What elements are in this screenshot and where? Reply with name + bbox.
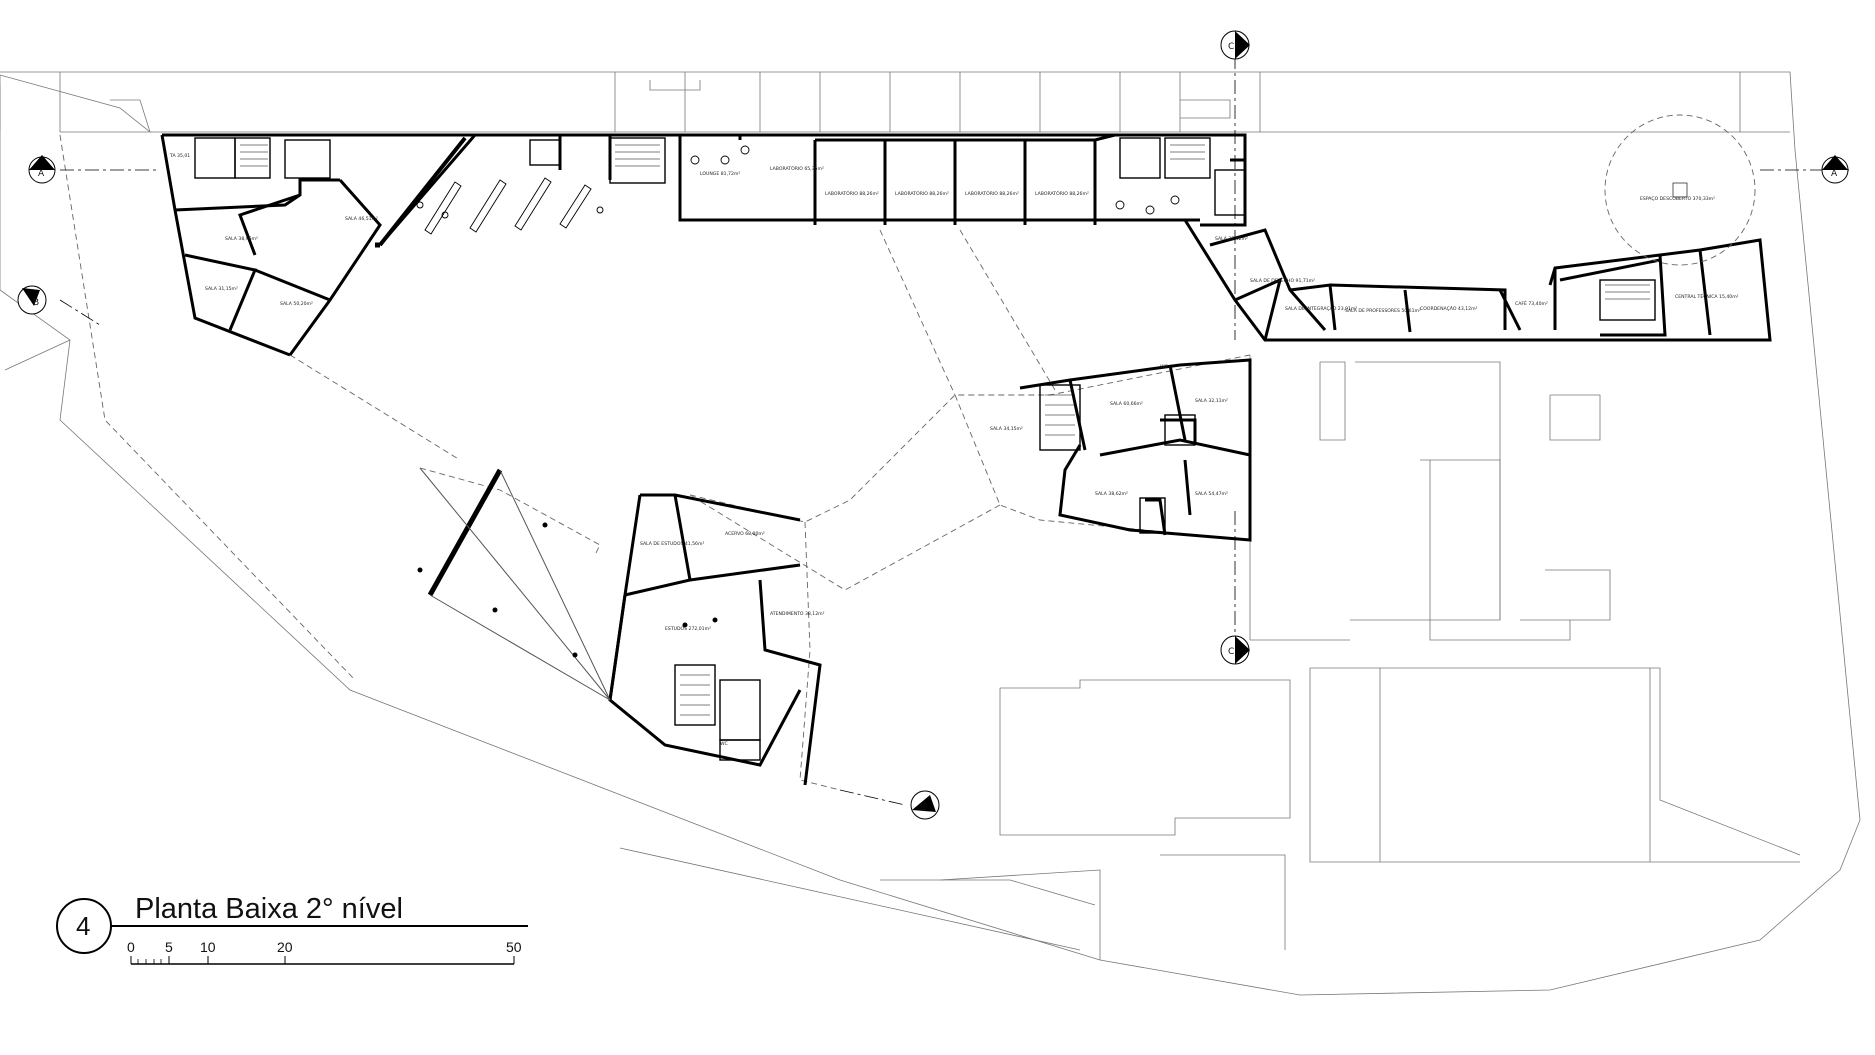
- open-courtyard-circle: [1604, 114, 1756, 266]
- section-marker-a-label: A: [38, 169, 45, 179]
- room-label: COORDENAÇÃO 43,12m²: [1420, 305, 1478, 312]
- room-label: LABORATÓRIO 65,35m²: [770, 165, 824, 172]
- structural-columns: [417, 218, 1097, 658]
- room-label: LABORATÓRIO 88,26m²: [965, 190, 1019, 197]
- room-label: LOUNGE 81,72m²: [700, 171, 740, 177]
- room-label: WC: [1160, 364, 1168, 370]
- section-marker-a-label: A: [1831, 169, 1838, 179]
- room-label: SALA 46,51m²: [345, 216, 378, 222]
- room-label: LABORATÓRIO 88,26m²: [1035, 190, 1089, 197]
- stair-treads: [240, 144, 1650, 716]
- section-marker-b-right: B: [910, 790, 940, 820]
- section-marker-c-label: C: [1228, 647, 1234, 657]
- room-label: SALA 50,20m²: [280, 301, 313, 307]
- room-label: SALA DE INTEGRAÇÃO 23,91m²: [1285, 305, 1357, 312]
- drawing-title: Planta Baixa 2° nível: [135, 893, 403, 925]
- room-label: ACERVO 68,00m²: [725, 531, 765, 537]
- room-labels: TA 35,01 SALA 38,96m² SALA 31,15m² SALA …: [169, 153, 1739, 747]
- room-label: CAFÉ 73,40m²: [1515, 299, 1548, 307]
- drawing-title-block: 4 Planta Baixa 2° nível: [56, 893, 528, 954]
- section-marker-a-left: A: [28, 155, 56, 184]
- section-marker-c-top: C: [1220, 30, 1250, 60]
- courtyard-tree-icon: [1672, 182, 1688, 198]
- room-label: SALA 32,11m²: [1195, 398, 1228, 404]
- room-label: SALA 38,62m²: [1095, 491, 1128, 497]
- courtyard-outlines: [59, 134, 1251, 791]
- service-cores: [194, 137, 1656, 761]
- section-marker-b-label: B: [33, 298, 39, 308]
- scale-tick-label: 0: [127, 939, 135, 955]
- section-marker-b-left: B: [17, 285, 47, 315]
- scale-tick-label: 50: [506, 939, 522, 955]
- room-label: SALA DE PROFESSORES 50,61m²: [1345, 308, 1421, 314]
- room-label: SALA 60,66m²: [1110, 401, 1143, 407]
- section-marker-c-label: C: [1228, 42, 1234, 52]
- room-label: TA 35,01: [169, 153, 190, 159]
- room-label: ESPAÇO DESCOBERTO 370,33m²: [1640, 196, 1715, 202]
- room-label: SALA 38,96m²: [225, 236, 258, 242]
- room-label: SALA 37,42m²: [1215, 236, 1248, 242]
- room-label: LABORATÓRIO 88,26m²: [895, 190, 949, 197]
- building-walls: [160, 133, 1772, 786]
- scale-tick-label: 5: [165, 939, 173, 955]
- scale-tick-label: 10: [200, 939, 216, 955]
- room-label: SALA DE DESENHO 91,71m²: [1250, 278, 1315, 284]
- scale-tick-label: 20: [277, 939, 293, 955]
- drawing-number: 4: [76, 911, 90, 941]
- room-label: CENTRAL TÉCNICA 15,40m²: [1675, 292, 1739, 300]
- room-label: WC: [720, 741, 728, 747]
- scale-bar: 0 5 10 20 50: [127, 939, 522, 965]
- section-marker-c-bottom: C: [1220, 635, 1250, 665]
- section-marker-b-label: B: [920, 803, 926, 813]
- site-context: [0, 71, 1861, 996]
- room-label: SALA 54,47m²: [1195, 491, 1228, 497]
- room-label: SALA 31,15m²: [205, 286, 238, 292]
- room-label: ATENDIMENTO 38,12m²: [770, 611, 825, 617]
- room-label: SALA 34,15m²: [990, 426, 1023, 432]
- section-marker-a-right: A: [1821, 155, 1849, 184]
- lounge-furniture: [416, 145, 1180, 235]
- room-label: SALA DE ESTUDOS 41,56m²: [640, 541, 704, 547]
- room-label: ESTUDOS 272,01m²: [665, 626, 711, 632]
- room-label: LABORATÓRIO 88,26m²: [825, 190, 879, 197]
